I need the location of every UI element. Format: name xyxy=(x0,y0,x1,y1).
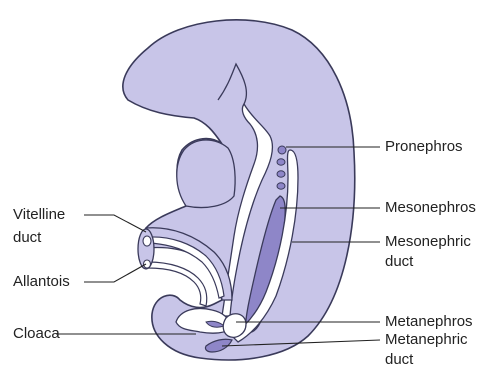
label-cloaca: Cloaca xyxy=(13,325,60,343)
pronephros-tubule xyxy=(277,159,285,165)
pronephros-tubule xyxy=(277,183,285,189)
label-pronephros: Pronephros xyxy=(385,138,463,156)
vitelline-duct-lumen-opening xyxy=(143,236,151,246)
label-mesonephric-duct-line2: duct xyxy=(385,253,413,271)
embryo-body xyxy=(123,20,355,360)
leader-allantois xyxy=(84,264,146,282)
pronephros-tubule xyxy=(278,146,286,154)
label-vitelline-duct-line1: Vitelline xyxy=(13,206,65,224)
label-metanephros: Metanephros xyxy=(385,313,473,331)
label-vitelline-duct-line2: duct xyxy=(13,229,41,247)
pronephros-tubule xyxy=(277,171,285,177)
label-mesonephric-duct-line1: Mesonephric xyxy=(385,233,471,251)
label-metanephric-duct-line1: Metanephric xyxy=(385,331,468,349)
heart-bulge xyxy=(177,140,235,208)
leader-vitelline-duct xyxy=(84,215,146,232)
label-mesonephros: Mesonephros xyxy=(385,199,476,217)
label-metanephric-duct-line2: duct xyxy=(385,351,413,369)
allantois-opening xyxy=(144,260,151,268)
label-allantois: Allantois xyxy=(13,273,70,291)
metanephros xyxy=(223,314,246,338)
